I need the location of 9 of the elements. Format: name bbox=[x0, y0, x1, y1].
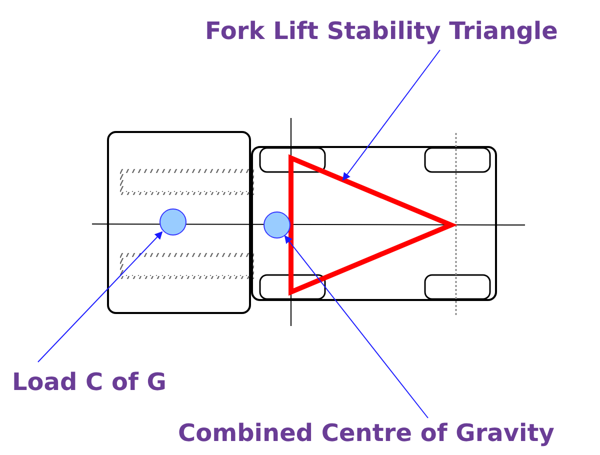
callout-label: Load C of G bbox=[12, 368, 166, 396]
stability-triangle bbox=[288, 154, 458, 296]
callout-label: Fork Lift Stability Triangle bbox=[205, 17, 558, 45]
leader-arrow bbox=[342, 50, 440, 181]
callout-label: Combined Centre of Gravity bbox=[178, 419, 554, 447]
centre-of-gravity-dot bbox=[160, 208, 186, 236]
centre-of-gravity-dot bbox=[264, 212, 290, 238]
leader-arrow bbox=[284, 235, 428, 418]
leader-arrow bbox=[38, 231, 163, 362]
